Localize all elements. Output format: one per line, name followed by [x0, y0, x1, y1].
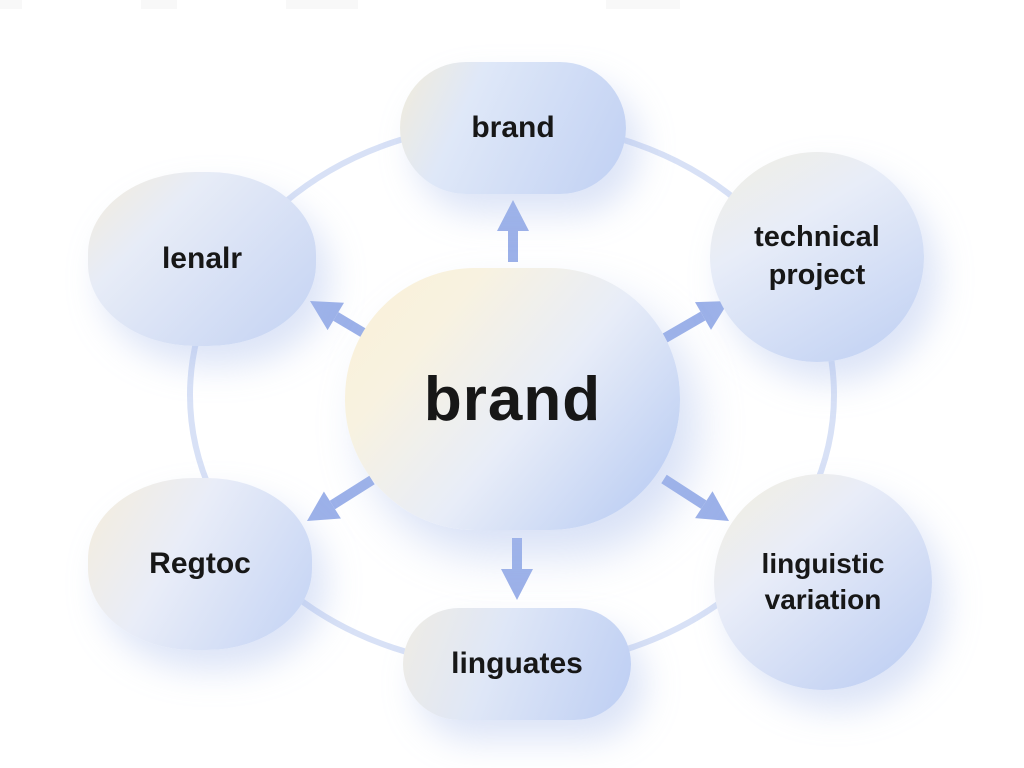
top-edge-artifact: [141, 0, 177, 9]
node-center-label: brand: [423, 364, 602, 434]
node-regtoc: Regtoc: [88, 478, 312, 650]
node-label: linguistic variation: [761, 547, 885, 615]
node-label: Regtoc: [149, 547, 251, 580]
arrow-down-left-icon: [307, 475, 375, 521]
node-label: brand: [471, 111, 555, 144]
top-edge-artifact: [0, 0, 22, 9]
node-technical-project: technical project: [710, 152, 924, 362]
node-lenalr: lenalr: [88, 172, 316, 346]
arrow-up-right-icon: [662, 301, 729, 343]
node-center-brand: brand: [345, 268, 680, 530]
top-edge-artifact: [606, 0, 680, 9]
arrow-down-icon: [501, 538, 533, 600]
node-label: linguates: [451, 647, 583, 680]
arrow-down-right-icon: [661, 474, 729, 521]
top-edge-artifact: [286, 0, 358, 9]
node-linguates: linguates: [403, 608, 631, 720]
node-linguistic-variation: linguistic variation: [714, 474, 932, 690]
node-brand: brand: [400, 62, 626, 194]
node-label: lenalr: [161, 242, 243, 275]
node-label: technical project: [754, 221, 880, 291]
arrow-up-icon: [497, 200, 529, 262]
